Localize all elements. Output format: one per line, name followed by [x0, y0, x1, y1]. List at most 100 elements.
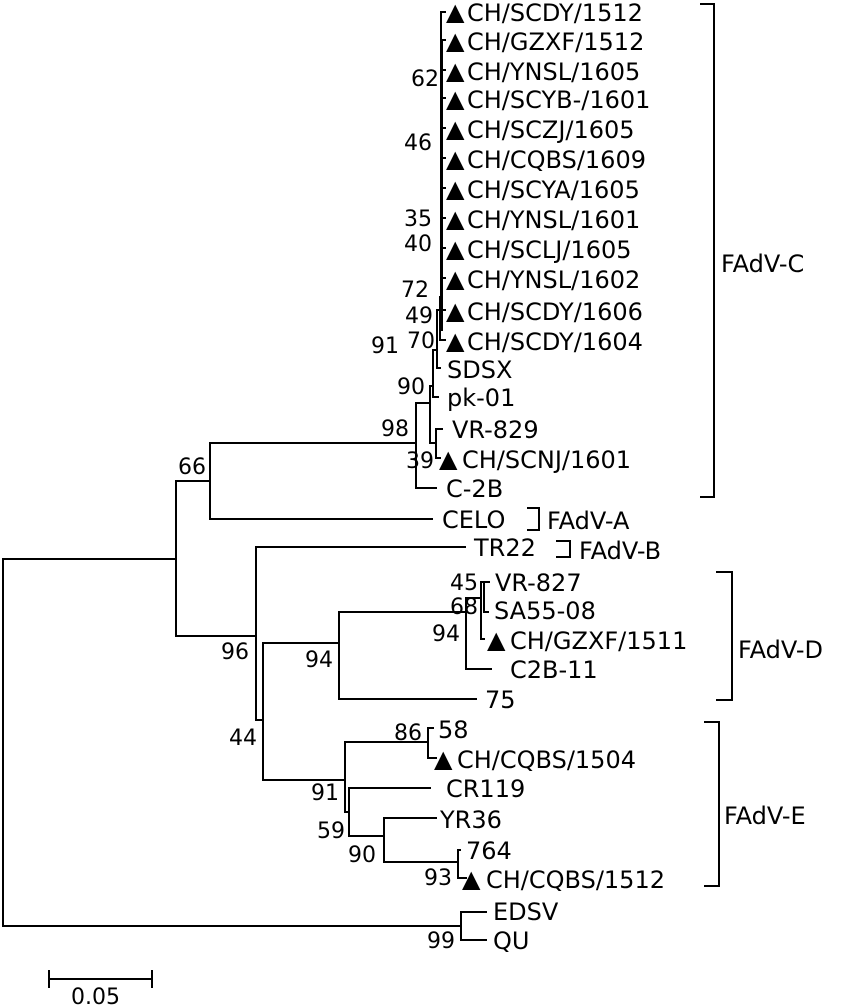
bootstrap-value: 94	[305, 648, 333, 673]
branch-celo	[209, 442, 433, 520]
bootstrap-value: 39	[406, 449, 434, 474]
bootstrap-value: 90	[397, 375, 425, 400]
branch-node-90-e	[383, 817, 459, 863]
leaf-label: SA55-08	[494, 597, 596, 625]
leaf-label: CR119	[446, 775, 525, 803]
leaf-label: CH/SCDY/1604	[467, 328, 643, 356]
bootstrap-value: 35	[404, 207, 432, 232]
bootstrap-value: 46	[404, 131, 432, 156]
bootstrap-value: 90	[348, 843, 376, 868]
markers: ▲ ▲ ▲ ▲ ▲ ▲ ▲ ▲ ▲ ▲ ▲ ▲ ▲ ▲ ▲ ▲	[434, 0, 506, 893]
leaf-label: C-2B	[446, 475, 503, 503]
bootstrap-value: 45	[450, 571, 478, 596]
leaf-label: TR22	[473, 534, 536, 562]
bootstrap-value: 40	[404, 232, 432, 257]
leaf-label: CH/SCDY/1606	[467, 298, 643, 326]
leaf-label: CH/SCDY/1512	[467, 0, 643, 27]
bootstrap-value: 59	[317, 819, 345, 844]
leaf-label: CELO	[442, 506, 505, 534]
bootstrap-value: 70	[407, 329, 435, 354]
branch-node-59	[348, 787, 431, 837]
bootstrap-value: 66	[178, 455, 206, 480]
branch-node-93	[457, 849, 467, 879]
group-brackets	[527, 3, 733, 887]
marker-triangle-icon: ▲	[446, 0, 465, 26]
leaf-label: 75	[485, 686, 516, 714]
leaf-label: CH/SCLJ/1605	[467, 236, 632, 264]
branch-node-94-inner	[465, 597, 492, 670]
bootstrap-value: 68	[450, 595, 478, 620]
group-label-fadv-a: FAdV-A	[547, 507, 630, 535]
branch-node-94-outer	[338, 611, 477, 700]
leaf-label: CH/SCYA/1605	[467, 176, 640, 204]
marker-triangle-icon: ▲	[434, 745, 453, 773]
bracket-fadv-a	[527, 507, 540, 531]
branch-node-44	[262, 642, 346, 781]
leaf-label: CH/CQBS/1512	[486, 866, 665, 894]
bootstrap-value: 72	[401, 278, 429, 303]
marker-triangle-icon: ▲	[446, 235, 465, 263]
group-label-fadv-d: FAdV-D	[738, 636, 823, 664]
group-label-fadv-e: FAdV-E	[724, 802, 806, 830]
bracket-fadv-d	[716, 571, 733, 701]
bootstrap-value: 96	[221, 640, 249, 665]
leaf-label: CH/GZXF/1511	[510, 627, 687, 655]
bootstrap-value: 49	[405, 304, 433, 329]
bootstrap-value: 91	[371, 334, 399, 359]
branch-node-98	[415, 402, 437, 489]
marker-triangle-icon: ▲	[446, 205, 465, 233]
leaf-label: YR36	[439, 806, 502, 834]
marker-triangle-icon: ▲	[446, 297, 465, 325]
bracket-fadv-e	[704, 721, 720, 887]
marker-triangle-icon: ▲	[487, 626, 506, 654]
branch-cluster-tips	[440, 11, 446, 341]
leaf-label: C2B-11	[510, 656, 598, 684]
group-label-fadv-c: FAdV-C	[721, 250, 804, 278]
bootstrap-value: 86	[394, 721, 422, 746]
bootstrap-value: 93	[424, 866, 452, 891]
marker-triangle-icon: ▲	[446, 175, 465, 203]
bracket-fadv-b	[556, 540, 571, 558]
leaf-label: QU	[493, 927, 529, 955]
scale-bar: 0.05	[48, 970, 153, 1006]
branch-vr829-scnj	[435, 428, 443, 459]
bootstrap-value: 99	[427, 929, 455, 954]
branch-node-91-e	[344, 741, 429, 813]
bootstrap-values: 62 46 35 40 72 49 70 91 90 98 39 66 96 4…	[178, 67, 478, 954]
bootstrap-value: 91	[311, 781, 339, 806]
marker-triangle-icon: ▲	[462, 865, 481, 893]
leaf-label: CH/YNSL/1602	[467, 266, 640, 294]
branch-node-96	[255, 546, 466, 721]
bootstrap-value: 62	[411, 67, 439, 92]
branch-root	[2, 558, 462, 927]
leaf-label: CH/GZXF/1512	[467, 28, 644, 56]
bracket-fadv-c	[700, 3, 715, 498]
leaf-labels: CH/SCDY/1512 CH/GZXF/1512 CH/YNSL/1605 C…	[438, 0, 687, 955]
leaf-label: CH/SCYB-/1601	[467, 86, 650, 114]
leaf-label: 58	[438, 716, 469, 744]
bootstrap-value: 44	[229, 726, 257, 751]
marker-triangle-icon: ▲	[446, 327, 465, 355]
group-labels: FAdV-C FAdV-A FAdV-B FAdV-D FAdV-E	[547, 250, 823, 830]
leaf-label: SDSX	[447, 356, 512, 384]
leaf-label: CH/CQBS/1504	[457, 746, 636, 774]
leaf-label: CH/SCNJ/1601	[462, 446, 631, 474]
leaf-label: CH/YNSL/1601	[467, 206, 640, 234]
leaf-label: CH/YNSL/1605	[467, 58, 640, 86]
tree-branches	[2, 11, 492, 941]
leaf-label: EDSV	[493, 898, 559, 926]
bootstrap-value: 94	[432, 622, 460, 647]
branch-edsv-qu	[460, 911, 487, 941]
branch-node-66	[175, 480, 257, 637]
leaf-label: CH/CQBS/1609	[467, 146, 646, 174]
branch-node-86	[427, 727, 437, 759]
group-label-fadv-b: FAdV-B	[579, 537, 661, 565]
leaf-label: CH/SCZJ/1605	[467, 116, 635, 144]
leaf-label: VR-827	[495, 569, 582, 597]
bootstrap-value: 98	[381, 417, 409, 442]
leaf-label: pk-01	[447, 384, 515, 412]
marker-triangle-icon: ▲	[446, 115, 465, 143]
marker-triangle-icon: ▲	[446, 27, 465, 55]
marker-triangle-icon: ▲	[446, 265, 465, 293]
